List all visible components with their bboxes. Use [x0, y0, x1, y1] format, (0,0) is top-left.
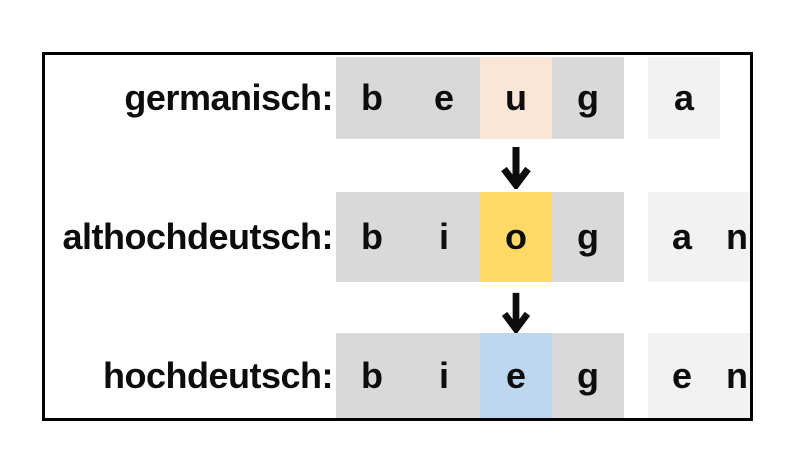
suffix-letters-germanisch: a [648, 57, 720, 139]
letter-cell: b [336, 192, 408, 282]
stem-letters-germanisch: b e u g [336, 57, 624, 139]
letter-cell: g [552, 192, 624, 282]
letter-cell: a [673, 77, 695, 118]
letter-cell: n [726, 354, 748, 396]
letter-cell: g [552, 333, 624, 418]
row-label-hochdeutsch: hochdeutsch: [102, 354, 334, 396]
letter-cell: e [408, 57, 480, 139]
row-althochdeutsch: althochdeutsch: b i o g a n [45, 192, 750, 282]
letter-cell: n [726, 216, 748, 257]
letter-cell: i [408, 192, 480, 282]
stem-letters-hochdeutsch: b i e g [336, 333, 624, 418]
letter-cell: i [408, 333, 480, 418]
highlight-letter-cell-u: u [480, 57, 552, 139]
letter-cell: b [336, 333, 408, 418]
letter-cell: e [671, 354, 693, 396]
suffix-letters-hochdeutsch: e n [648, 333, 750, 418]
row-label-germanisch: germanisch: [124, 77, 333, 118]
letter-cell: g [552, 57, 624, 139]
highlight-letter-cell-o: o [480, 192, 552, 282]
letter-cell: b [336, 57, 408, 139]
letter-cell: a [671, 216, 693, 257]
down-arrow-1 [500, 145, 532, 189]
row-germanisch: germanisch: b e u g a [45, 57, 750, 139]
down-arrow-2 [500, 291, 532, 333]
row-label-althochdeutsch: althochdeutsch: [62, 216, 333, 257]
row-hochdeutsch: hochdeutsch: b i e g e n [45, 333, 750, 418]
sound-shift-diagram-box: germanisch: b e u g a althochdeutsch: b [42, 52, 753, 421]
suffix-letters-althochdeutsch: a n [648, 192, 750, 282]
highlight-letter-cell-e: e [480, 333, 552, 418]
stem-letters-althochdeutsch: b i o g [336, 192, 624, 282]
